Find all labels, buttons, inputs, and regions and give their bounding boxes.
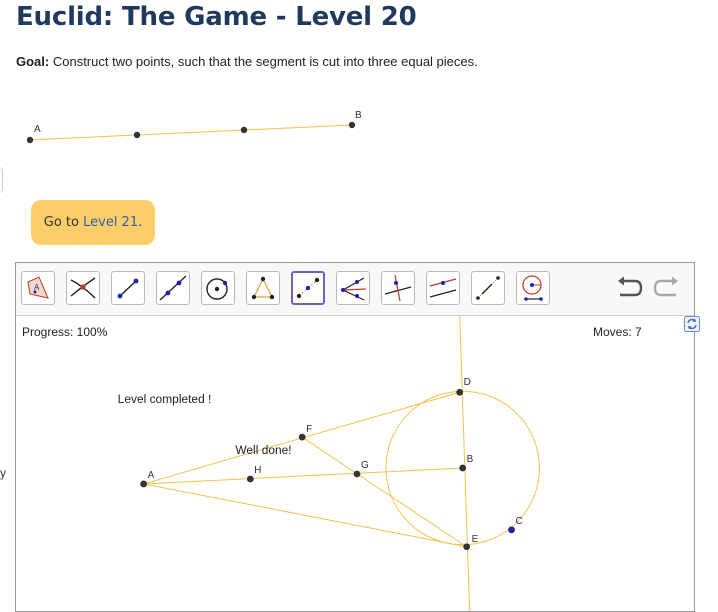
compass-circle-tool-icon bbox=[522, 275, 543, 301]
angle-bisector-tool-icon bbox=[341, 277, 367, 301]
move-tool-icon: A bbox=[27, 276, 49, 299]
circle-tool-icon bbox=[206, 278, 228, 300]
geometry-applet[interactable]: A bbox=[15, 262, 695, 612]
next-level-prefix: Go to bbox=[43, 215, 79, 230]
preview-segment bbox=[29, 124, 353, 141]
line-de bbox=[459, 315, 471, 611]
preview-diagram: A B bbox=[26, 110, 362, 144]
preview-point-third-1 bbox=[133, 131, 141, 139]
triangle-tool-icon bbox=[251, 276, 275, 300]
point-d[interactable] bbox=[456, 388, 464, 396]
circle-tool-button[interactable] bbox=[201, 271, 235, 305]
point-h[interactable] bbox=[246, 475, 254, 483]
goal-label: Goal: bbox=[16, 54, 50, 69]
redo-icon bbox=[653, 276, 678, 297]
parallel-tool-button[interactable] bbox=[426, 271, 460, 305]
undo-button[interactable] bbox=[614, 275, 644, 301]
midpoint-tool-icon bbox=[296, 277, 320, 299]
intersect-tool-button[interactable] bbox=[66, 271, 100, 305]
undo-icon bbox=[618, 276, 643, 297]
preview-point-third-2 bbox=[240, 126, 248, 134]
point-f[interactable] bbox=[298, 433, 306, 441]
goal-description: Construct two points, such that the segm… bbox=[49, 54, 478, 69]
angle-bisector-tool-button[interactable] bbox=[336, 271, 370, 305]
point-e[interactable] bbox=[463, 543, 471, 551]
label-c: C bbox=[516, 516, 523, 527]
well-done-text: Well done! bbox=[235, 443, 291, 457]
intersect-tool-icon bbox=[70, 277, 96, 299]
label-g: G bbox=[361, 460, 369, 471]
segment-fe bbox=[301, 436, 467, 548]
triangle-tool-button[interactable] bbox=[246, 271, 280, 305]
cropped-edge-text: y bbox=[0, 466, 6, 480]
label-b: B bbox=[467, 454, 474, 465]
point-c[interactable] bbox=[508, 526, 515, 534]
midpoint-tool-button[interactable] bbox=[291, 271, 325, 305]
label-h: H bbox=[254, 465, 261, 476]
perpendicular-tool-button[interactable] bbox=[381, 271, 415, 305]
line-tool-icon bbox=[159, 275, 187, 301]
compass-segment-tool-icon bbox=[476, 276, 500, 300]
segment-ab bbox=[143, 467, 463, 485]
parallel-tool-icon bbox=[429, 278, 457, 298]
segment-tool-icon bbox=[117, 278, 139, 299]
preview-label-b: B bbox=[355, 110, 362, 121]
label-f: F bbox=[306, 424, 312, 435]
goal-text: Goal: Construct two points, such that th… bbox=[16, 54, 478, 69]
segment-ae bbox=[143, 483, 467, 548]
page-title: Euclid: The Game - Level 20 bbox=[16, 2, 417, 32]
label-d: D bbox=[464, 377, 471, 388]
preview-label-a: A bbox=[34, 124, 41, 135]
level-completed-text: Level completed ! bbox=[118, 392, 212, 406]
tool-bar: A bbox=[16, 263, 694, 316]
next-level-link[interactable]: Level 21 bbox=[83, 215, 139, 230]
side-panel-edge bbox=[0, 166, 3, 194]
compass-circle-tool-button[interactable] bbox=[516, 271, 550, 305]
svg-text:A: A bbox=[34, 283, 40, 292]
moves-counter: Moves: 7 bbox=[593, 325, 642, 339]
compass-segment-tool-button[interactable] bbox=[471, 271, 505, 305]
segment-tool-button[interactable] bbox=[111, 271, 145, 305]
preview-point-b bbox=[348, 121, 356, 129]
refresh-icon[interactable] bbox=[684, 316, 700, 332]
point-a[interactable] bbox=[140, 480, 148, 488]
construction-canvas[interactable]: Level completed ! Well done! A H F G D B… bbox=[16, 315, 694, 612]
perpendicular-tool-icon bbox=[384, 274, 412, 302]
next-level-suffix: . bbox=[138, 215, 143, 230]
redo-button[interactable] bbox=[652, 275, 682, 301]
next-level-button[interactable]: Go to Level 21. bbox=[31, 200, 155, 245]
line-tool-button[interactable] bbox=[156, 271, 190, 305]
preview-point-a bbox=[26, 136, 34, 144]
label-e: E bbox=[472, 534, 479, 545]
point-b[interactable] bbox=[459, 464, 467, 472]
point-g[interactable] bbox=[353, 470, 361, 478]
progress-text: Progress: 100% bbox=[22, 325, 108, 339]
move-tool-button[interactable]: A bbox=[21, 271, 55, 305]
label-a: A bbox=[148, 470, 155, 481]
